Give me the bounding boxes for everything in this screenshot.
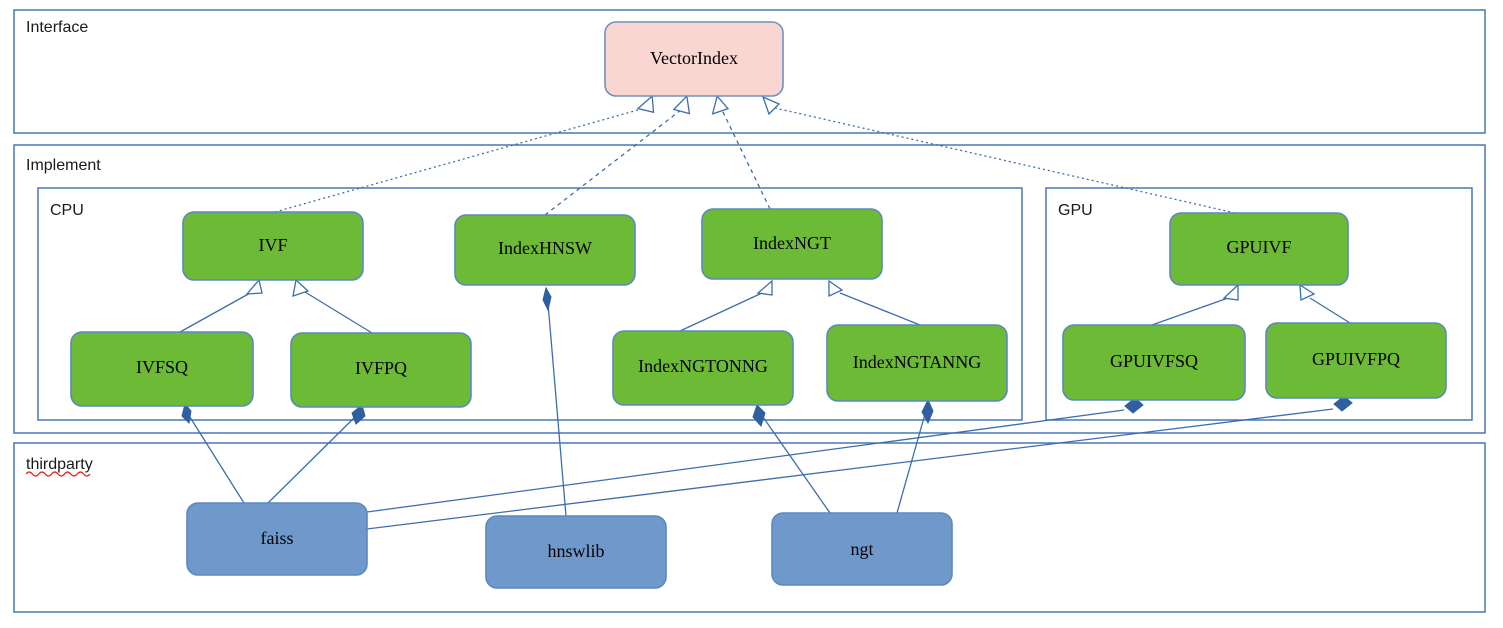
node-gpuivfpq-rect xyxy=(1265,322,1447,399)
node-indexhnsw[interactable]: IndexHNSW xyxy=(454,214,636,286)
node-indexngtonng-label: IndexNGTONNG xyxy=(638,356,768,376)
node-faiss[interactable]: faiss xyxy=(186,502,368,576)
composition-diamond xyxy=(542,286,552,312)
node-indexngt-label: IndexNGT xyxy=(753,233,831,253)
node-ngt-rect xyxy=(771,512,953,586)
edge-indexngtonng-extends-indexngt xyxy=(679,279,773,332)
node-indexngt-rect xyxy=(701,208,883,280)
node-gpuivf[interactable]: GPUIVF xyxy=(1169,212,1349,286)
hollow-triangle-arrowhead xyxy=(1222,283,1239,301)
edge-faiss-composes-ivfpq xyxy=(267,404,366,504)
node-ivfpq[interactable]: IVFPQ xyxy=(290,332,472,408)
node-gpuivfsq-rect xyxy=(1062,324,1246,401)
node-faiss-label: faiss xyxy=(261,528,294,548)
hollow-triangle-arrowhead xyxy=(761,95,781,116)
hollow-triangle-arrowhead xyxy=(292,278,310,297)
composition-diamond xyxy=(921,398,934,425)
edge-hnswlib-composes-indexhnsw xyxy=(542,286,567,517)
node-vectorindex-rect xyxy=(604,21,784,97)
node-ivf[interactable]: IVF xyxy=(182,211,364,281)
composition-diamond xyxy=(1124,397,1144,414)
node-indexngtanng-rect xyxy=(826,324,1008,402)
edge-indexngtanng-extends-indexngt xyxy=(828,279,921,326)
composition-diamond xyxy=(1333,395,1353,412)
edge-faiss-composes-gpuivfpq xyxy=(366,395,1353,530)
node-hnswlib-label: hnswlib xyxy=(547,541,604,561)
container-cpu-label: CPU xyxy=(50,202,84,219)
node-ivfsq[interactable]: IVFSQ xyxy=(70,331,254,407)
edge-gpuivfpq-extends-gpuivf xyxy=(1299,283,1351,324)
node-gpuivf-rect xyxy=(1169,212,1349,286)
container-gpu-label: GPU xyxy=(1058,202,1093,219)
hollow-triangle-arrowhead xyxy=(245,278,263,295)
edge-ivf-realizes-vectorindex xyxy=(274,94,655,213)
node-indexngtanng[interactable]: IndexNGTANNG xyxy=(826,324,1008,402)
edge-gpuivf-realizes-vectorindex xyxy=(761,95,1236,214)
hollow-triangle-arrowhead xyxy=(711,94,730,115)
composition-diamond xyxy=(752,404,766,427)
node-gpuivfpq-label: GPUIVFPQ xyxy=(1312,349,1400,369)
node-gpuivfsq-label: GPUIVFSQ xyxy=(1110,351,1198,371)
node-indexhnsw-label: IndexHNSW xyxy=(498,238,592,258)
node-hnswlib-rect xyxy=(485,515,667,589)
node-gpuivfpq[interactable]: GPUIVFPQ xyxy=(1265,322,1447,399)
composition-diamond xyxy=(181,402,192,425)
edge-gpuivfsq-extends-gpuivf xyxy=(1151,283,1239,326)
composition-diamond xyxy=(351,404,366,425)
node-indexngtonng[interactable]: IndexNGTONNG xyxy=(612,330,794,406)
node-indexngt[interactable]: IndexNGT xyxy=(701,208,883,280)
node-vectorindex-label: VectorIndex xyxy=(650,48,738,68)
node-ivf-label: IVF xyxy=(258,235,287,255)
node-ivfpq-label: IVFPQ xyxy=(355,358,407,378)
node-indexhnsw-rect xyxy=(454,214,636,286)
edge-indexhnsw-realizes-vectorindex xyxy=(544,94,691,216)
node-indexngtonng-rect xyxy=(612,330,794,406)
edge-ngt-composes-indexngtonng xyxy=(752,404,831,514)
node-ivfsq-rect xyxy=(70,331,254,407)
edge-ngt-composes-indexngtanng xyxy=(896,398,934,514)
node-gpuivf-label: GPUIVF xyxy=(1226,237,1291,257)
hollow-triangle-arrowhead xyxy=(636,94,655,114)
node-ngt-label: ngt xyxy=(850,539,873,559)
edge-ivfsq-extends-ivf xyxy=(179,278,263,333)
node-ngt[interactable]: ngt xyxy=(771,512,953,586)
edge-indexngt-realizes-vectorindex xyxy=(711,94,771,210)
node-indexngtanng-label: IndexNGTANNG xyxy=(853,352,982,372)
edge-faiss-composes-ivfsq xyxy=(181,402,245,504)
node-ivfsq-label: IVFSQ xyxy=(136,357,188,377)
container-implement-label: Implement xyxy=(26,157,101,174)
node-faiss-rect xyxy=(186,502,368,576)
node-ivfpq-rect xyxy=(290,332,472,408)
hollow-triangle-arrowhead xyxy=(828,279,844,298)
node-ivf-rect xyxy=(182,211,364,281)
container-interface-label: Interface xyxy=(26,19,88,36)
node-vectorindex[interactable]: VectorIndex xyxy=(604,21,784,97)
node-hnswlib[interactable]: hnswlib xyxy=(485,515,667,589)
spellcheck-underline-icon xyxy=(25,471,91,477)
edge-faiss-composes-gpuivfsq xyxy=(366,397,1144,513)
container-thirdparty-label: thirdparty xyxy=(26,456,93,473)
edge-ivfpq-extends-ivf xyxy=(292,278,373,334)
node-gpuivfsq[interactable]: GPUIVFSQ xyxy=(1062,324,1246,401)
hollow-triangle-arrowhead xyxy=(1299,283,1316,301)
hollow-triangle-arrowhead xyxy=(756,279,773,296)
hollow-triangle-arrowhead xyxy=(672,94,691,115)
